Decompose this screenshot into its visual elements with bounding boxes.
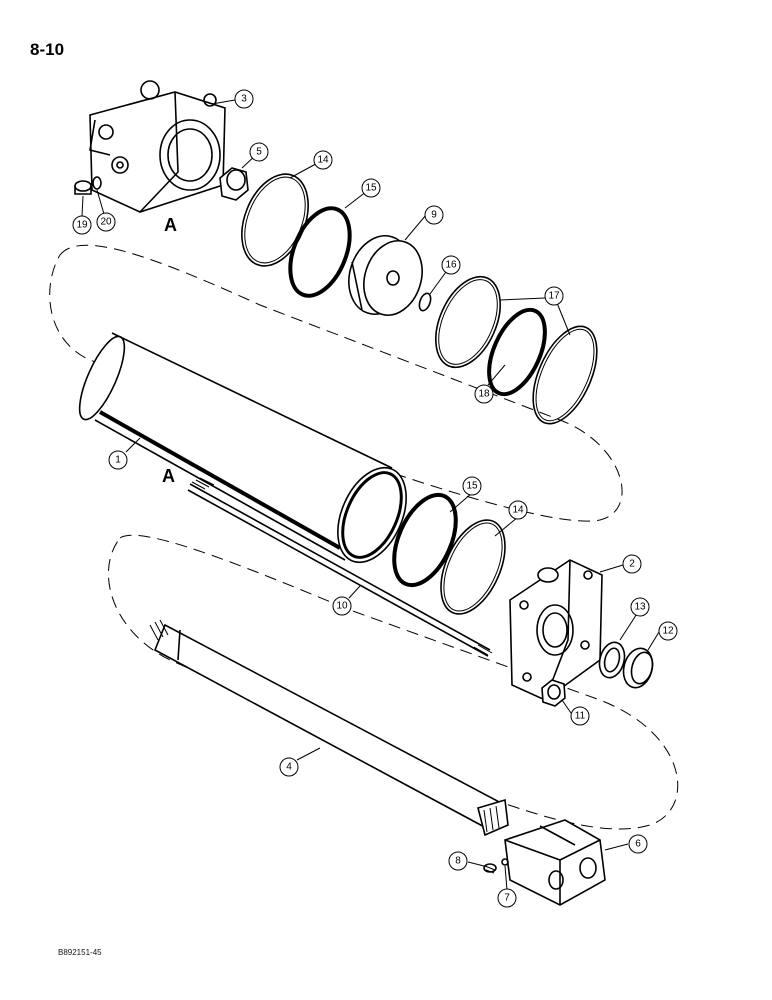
- tie-rod: [187, 477, 493, 657]
- wear-ring-b: [532, 325, 598, 425]
- callout-15-lower: 15: [462, 476, 482, 496]
- callout-20: 20: [96, 212, 116, 232]
- svg-text:15: 15: [365, 183, 377, 194]
- page-number: 8-10: [30, 40, 65, 59]
- oring-small: [418, 292, 432, 312]
- callout-2: 2: [622, 554, 642, 574]
- lock-nut-lower: [541, 679, 566, 707]
- wear-ring-a: [435, 275, 501, 369]
- section-letter-a-mid: A: [162, 466, 175, 486]
- figure-code: B892151-45: [58, 948, 102, 957]
- callout-3: 3: [234, 89, 254, 109]
- callout-16: 16: [441, 255, 461, 275]
- svg-text:17: 17: [548, 291, 560, 302]
- callout-1: 1: [108, 450, 128, 470]
- callout-14-upper: 14: [313, 150, 333, 170]
- oring-lower: [392, 492, 458, 588]
- callout-14-lower: 14: [508, 500, 528, 520]
- piston-rod: [149, 619, 509, 837]
- backup-ring-lower: [440, 519, 506, 615]
- svg-text:20: 20: [100, 217, 112, 228]
- piston: [348, 235, 423, 316]
- plug-and-oring: [74, 176, 102, 195]
- cylinder-barrel: [78, 332, 407, 564]
- callout-9: 9: [424, 205, 444, 225]
- svg-text:9: 9: [431, 210, 437, 221]
- svg-text:7: 7: [504, 893, 510, 904]
- callout-17: 17: [544, 286, 564, 306]
- rod-clevis: [504, 819, 606, 906]
- callout-13: 13: [630, 597, 650, 617]
- callout-12: 12: [658, 621, 678, 641]
- seal-ring: [487, 307, 547, 397]
- svg-text:18: 18: [478, 389, 490, 400]
- callout-6: 6: [628, 834, 648, 854]
- svg-text:4: 4: [286, 762, 292, 773]
- grease-fitting: [483, 858, 509, 874]
- callout-11: 11: [570, 706, 590, 726]
- svg-text:6: 6: [635, 839, 641, 850]
- callout-15-upper: 15: [361, 178, 381, 198]
- callout-19: 19: [72, 215, 92, 235]
- svg-text:19: 19: [76, 220, 88, 231]
- callout-7: 7: [497, 888, 517, 908]
- svg-text:5: 5: [256, 147, 262, 158]
- svg-text:13: 13: [634, 602, 646, 613]
- head-assembly: [89, 80, 226, 213]
- rod-guide: [509, 559, 603, 701]
- svg-text:14: 14: [512, 505, 524, 516]
- oring-upper: [288, 206, 352, 298]
- svg-text:10: 10: [336, 601, 348, 612]
- svg-text:14: 14: [317, 155, 329, 166]
- lock-nut-upper: [219, 167, 249, 201]
- callout-4: 4: [279, 757, 299, 777]
- callout-8: 8: [448, 851, 468, 871]
- svg-text:2: 2: [629, 559, 635, 570]
- svg-text:3: 3: [241, 94, 247, 105]
- callout-10: 10: [332, 596, 352, 616]
- svg-text:11: 11: [575, 711, 586, 722]
- svg-text:15: 15: [466, 481, 478, 492]
- svg-text:12: 12: [662, 626, 674, 637]
- section-letter-a-top: A: [164, 215, 177, 235]
- callout-18: 18: [474, 384, 494, 404]
- rod-seal: [622, 647, 654, 689]
- upper-group-loop: [49, 244, 623, 522]
- svg-text:1: 1: [115, 455, 121, 466]
- svg-text:16: 16: [445, 260, 457, 271]
- svg-text:8: 8: [455, 856, 461, 867]
- lower-group-loop: [107, 534, 679, 830]
- callout-5: 5: [249, 142, 269, 162]
